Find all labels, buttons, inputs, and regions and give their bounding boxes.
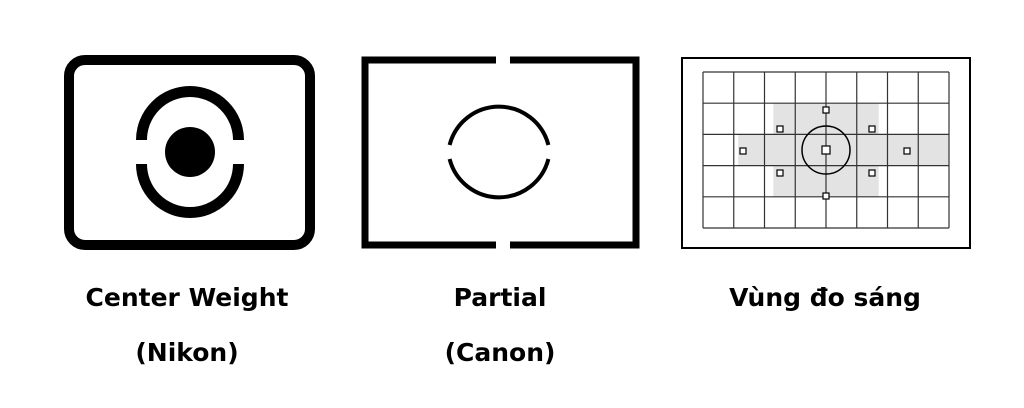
partial-frame-left-bracket (361, 56, 496, 249)
center-weight-upper-arc (136, 86, 244, 141)
af-points (739, 106, 911, 200)
af-point-center (821, 145, 831, 155)
metering-grid (702, 71, 950, 229)
af-point-upper-left (776, 125, 784, 133)
center-weight-icon (64, 55, 315, 250)
caption-center-weight: Center Weight (85, 283, 289, 312)
center-weight-lower-arc (136, 163, 244, 218)
caption-canon: (Canon) (444, 338, 556, 367)
af-point-left (739, 147, 747, 155)
af-point-lower-left (776, 169, 784, 177)
center-weight-rounded-frame (64, 55, 315, 250)
caption-nikon: (Nikon) (135, 338, 239, 367)
af-point-right (903, 147, 911, 155)
caption-partial: Partial (453, 283, 547, 312)
partial-icon (361, 56, 640, 249)
af-point-top (822, 106, 830, 114)
partial-lower-arc (447, 158, 551, 200)
center-metering-circle (801, 125, 851, 175)
af-point-upper-right (868, 125, 876, 133)
caption-metering-zone: Vùng đo sáng (729, 283, 921, 312)
af-point-bottom (822, 192, 830, 200)
partial-frame-right-bracket (510, 56, 640, 249)
af-point-lower-right (868, 169, 876, 177)
metering-zone-icon (681, 57, 971, 249)
center-weight-dot (165, 127, 215, 177)
partial-upper-arc (447, 104, 551, 146)
